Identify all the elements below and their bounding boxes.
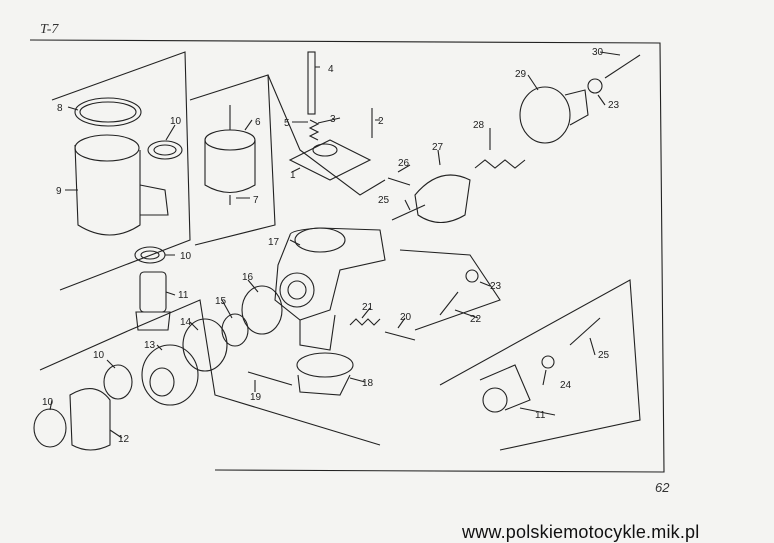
needle-jet-part-25: [569, 317, 601, 346]
label-part-7: 7: [253, 195, 259, 206]
gasket-part-14: [182, 318, 228, 372]
label-part-1: 1: [290, 170, 296, 181]
group-outline-jet: [439, 279, 641, 451]
float-chamber-body: [74, 144, 141, 236]
washer-part-10-d: [33, 408, 67, 448]
body-throat: [294, 227, 346, 253]
float-top: [204, 129, 256, 151]
watermark-url: www.polskiemotocykle.mik.pl: [462, 522, 700, 542]
cover-boss: [312, 143, 338, 157]
label-part-22: 22: [470, 314, 482, 325]
page-label: T-7: [40, 22, 59, 37]
filter-nut: [135, 311, 171, 331]
label-part-9: 9: [56, 186, 62, 197]
label-part-10-c: 10: [93, 350, 105, 361]
throttle-slide-part-28: [414, 174, 471, 224]
top-cap-boss: [564, 89, 589, 126]
label-part-11-b: 11: [535, 410, 546, 421]
body-lower-neck: [299, 314, 336, 351]
label-part-30: 29: [515, 69, 527, 80]
label-part-10-d: 10: [42, 397, 54, 408]
cap-part-13-bore: [149, 367, 175, 397]
label-part-23-b: 23: [608, 100, 620, 111]
label-part-18: 18: [362, 378, 374, 389]
bolt-part-19: [247, 371, 293, 386]
spring-part-29: [474, 159, 526, 169]
float-chamber-boss: [139, 184, 169, 216]
float-body: [204, 140, 256, 194]
group-outline-screws: [399, 249, 501, 331]
washer-part-10-a: [147, 140, 183, 160]
gasket-ring-part-8: [74, 97, 142, 127]
nut-part-23-b: [587, 78, 603, 94]
label-part-11-a: 11: [178, 290, 189, 301]
screw-part-20: [384, 331, 416, 341]
jet-part-24: [541, 355, 555, 369]
label-part-3: 3: [330, 114, 336, 125]
float-chamber-rim: [74, 134, 140, 162]
adjuster-part-31: [604, 54, 641, 79]
label-part-12: 12: [118, 434, 130, 445]
label-part-5: 5: [284, 118, 290, 129]
needle-part-4: [307, 51, 316, 115]
label-part-31: 30: [592, 47, 604, 58]
label-part-16: 16: [242, 272, 254, 283]
label-part-24: 24: [560, 380, 572, 391]
label-part-13: 13: [144, 340, 156, 351]
label-part-19: 19: [250, 392, 262, 403]
label-part-27: 26: [398, 158, 410, 169]
part-labels: 1 2 3 4 5 6 7 8 9 10 10 10 10 11 11 12 1…: [42, 47, 620, 445]
frame-line: [29, 39, 665, 473]
banjo-part-12: [69, 388, 111, 451]
label-part-29: 28: [473, 120, 485, 131]
washer-part-10-c: [103, 364, 133, 400]
label-part-20: 20: [400, 312, 412, 323]
throttle-disc-part-16: [241, 285, 283, 335]
cap-part-13: [141, 344, 199, 406]
screw-part-22: [439, 291, 459, 316]
label-part-14: 14: [180, 317, 192, 328]
label-part-8: 8: [57, 103, 63, 114]
label-part-26: 25: [378, 195, 390, 206]
label-part-28: 27: [432, 142, 444, 153]
label-part-10-b: 10: [180, 251, 192, 262]
top-cap-part-30: [519, 86, 571, 144]
body-inlet: [279, 272, 315, 308]
page-number: 62: [655, 480, 670, 495]
label-part-10-a: 10: [170, 116, 182, 127]
label-part-2: 2: [378, 116, 384, 127]
label-part-25-a: 25: [598, 350, 610, 361]
washer-part-10-a-hole: [153, 144, 177, 156]
filter-part-11: [139, 271, 167, 313]
gasket-ring-inner: [79, 101, 137, 123]
label-part-15: 15: [215, 296, 227, 307]
label-part-4: 4: [328, 64, 334, 75]
label-part-6: 6: [255, 117, 261, 128]
label-part-17: 17: [268, 237, 280, 248]
clamp-part-18: [296, 352, 354, 378]
main-jet-part-11: [479, 364, 531, 411]
washer-part-10-b-hole: [140, 250, 160, 260]
group-outline-lower: [39, 299, 381, 446]
spring-part-3: [308, 119, 320, 141]
main-jet-nut: [482, 387, 508, 413]
label-part-21: 21: [362, 302, 374, 313]
spring-part-21: [349, 318, 381, 326]
label-part-23-a: 23: [490, 281, 502, 292]
washer-part-15: [221, 313, 249, 347]
group-outline-cover: [267, 74, 386, 196]
group-outline-float: [189, 74, 276, 246]
needle-part-26: [391, 204, 426, 221]
clamp-band: [297, 374, 351, 396]
group-outline-float-chamber: [51, 51, 191, 291]
body-inlet-bore: [287, 280, 307, 300]
cover-part-1: [288, 139, 372, 181]
nut-part-23-a: [465, 269, 479, 283]
clip-part-27: [387, 177, 411, 186]
